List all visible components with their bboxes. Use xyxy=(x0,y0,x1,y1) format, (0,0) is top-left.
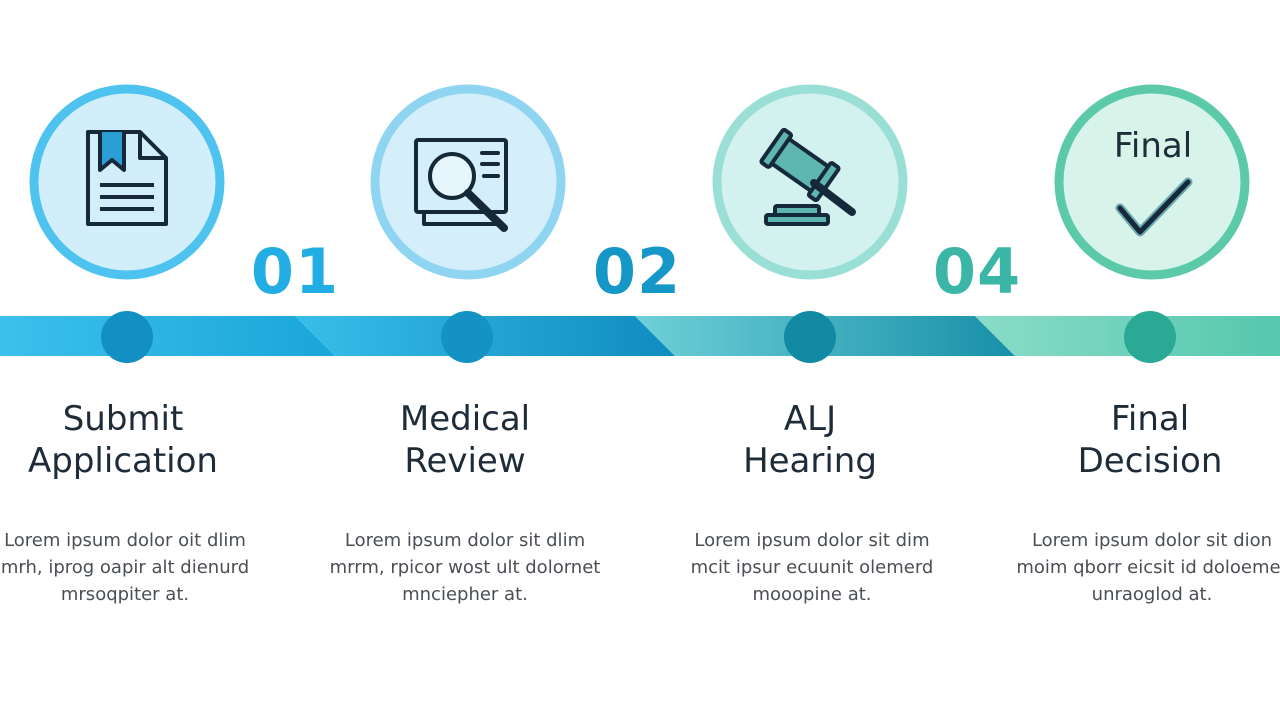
timeline-marker-3 xyxy=(784,311,836,363)
step-1-title-line-1: Submit xyxy=(62,399,184,439)
step-1-description: Lorem ipsum dolor oit dlim mrh, iprog oa… xyxy=(0,527,275,608)
step-2-desc-line-1: Lorem ipsum dolor sit dlim xyxy=(344,530,586,551)
document-icon xyxy=(86,130,168,226)
magnifier-icon xyxy=(414,138,508,232)
step-2-description: Lorem ipsum dolor sit dlim mrrm, rpicor … xyxy=(315,527,615,608)
step-1-number: 01 xyxy=(250,235,340,308)
checkmark-icon xyxy=(1115,177,1193,237)
step-2-title: Medical Review xyxy=(315,398,615,482)
step-3-title-line-1: ALJ xyxy=(783,399,837,439)
step-4-desc-line-3: unraoglod at. xyxy=(1091,584,1213,605)
step-3-title-line-2: Hearing xyxy=(743,441,877,481)
timeline-marker-1 xyxy=(101,311,153,363)
step-3-desc-line-1: Lorem ipsum dolor sit dim xyxy=(694,530,930,551)
step-2-icon-circle xyxy=(370,84,566,280)
final-icon-label: Final xyxy=(1113,126,1193,166)
step-4-icon-circle xyxy=(1054,84,1250,280)
step-1-title-line-2: Application xyxy=(28,441,218,481)
step-3-desc-line-2: mcit ipsur ecuunit olemerd xyxy=(690,557,934,578)
timeline-marker-4 xyxy=(1124,311,1176,363)
step-4-title-line-2: Decision xyxy=(1077,441,1223,481)
step-2-number: 02 xyxy=(592,235,682,308)
step-1-icon-circle xyxy=(29,84,225,280)
gavel-icon xyxy=(759,127,856,226)
step-3-description: Lorem ipsum dolor sit dim mcit ipsur ecu… xyxy=(662,527,962,608)
step-4-desc-line-1: Lorem ipsum dolor sit dion xyxy=(1031,530,1273,551)
step-3-desc-line-3: mooopine at. xyxy=(752,584,872,605)
step-1-desc-line-3: mrsoqpiter at. xyxy=(60,584,190,605)
step-2-desc-line-2: mrrm, rpicor wost ult dolornet xyxy=(329,557,601,578)
step-4-title: Final Decision xyxy=(1000,398,1280,482)
timeline-marker-2 xyxy=(441,311,493,363)
ribbon-segment-1 xyxy=(0,316,335,356)
step-4-description: Lorem ipsum dolor sit dion moim qborr ei… xyxy=(1002,527,1280,608)
step-4-desc-line-2: moim qborr eicsit id doloemet xyxy=(1016,557,1280,578)
step-3-icon-circle xyxy=(712,84,908,280)
step-2-title-line-2: Review xyxy=(404,441,526,481)
step-3-number: 04 xyxy=(932,235,1022,308)
step-1-desc-line-2: mrh, iprog oapir alt dienurd xyxy=(0,557,250,578)
step-2-desc-line-3: mnciepher at. xyxy=(402,584,528,605)
step-1-desc-line-1: Lorem ipsum dolor oit dlim xyxy=(4,530,246,551)
step-2-title-line-1: Medical xyxy=(399,399,531,439)
step-1-title: Submit Application xyxy=(0,398,273,482)
step-4-title-line-1: Final xyxy=(1110,399,1190,439)
step-3-title: ALJ Hearing xyxy=(660,398,960,482)
